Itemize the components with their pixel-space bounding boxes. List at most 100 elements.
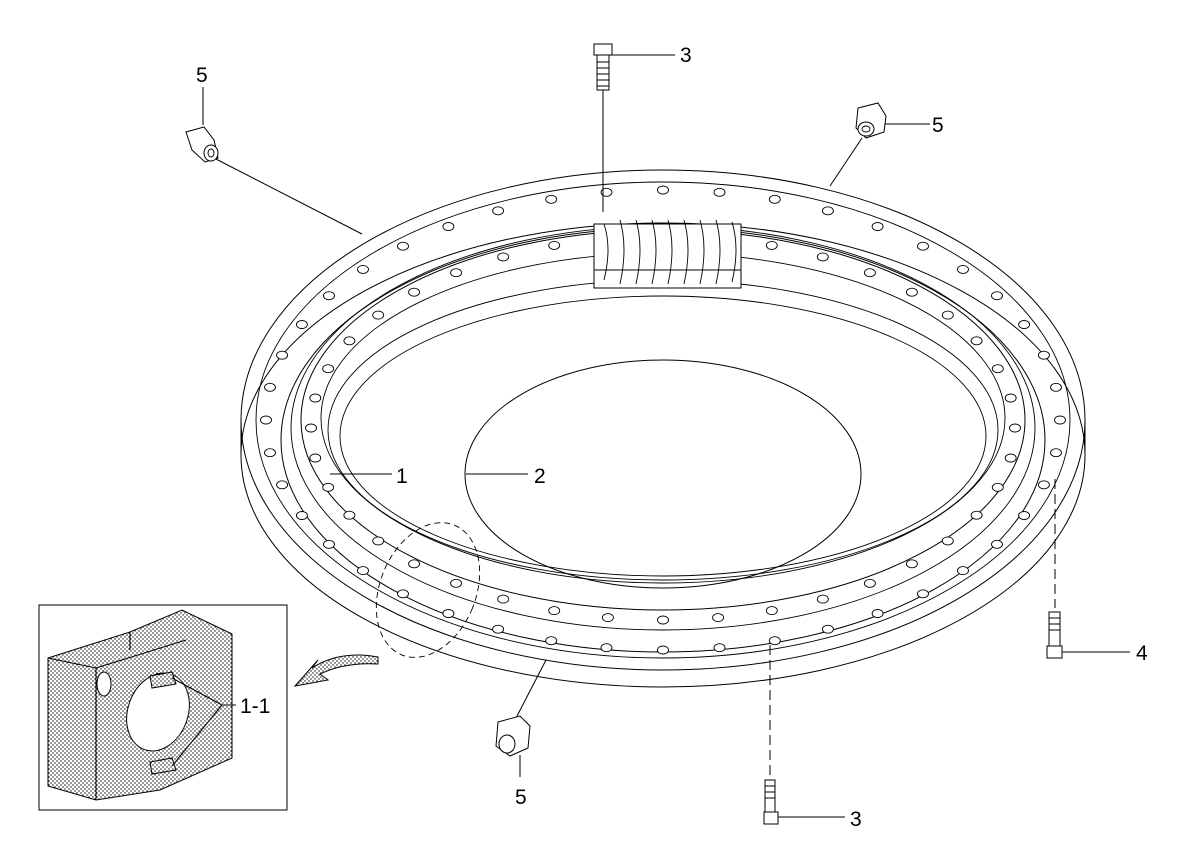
mounting-hole [397,241,409,251]
detail-box [38,604,288,811]
mounting-hole [871,222,884,231]
mounting-hole [713,643,726,653]
mounting-hole [941,536,954,546]
mounting-hole [450,578,463,588]
mounting-hole [816,594,829,604]
bolt-icon [763,779,779,825]
label-detail: 1-1 [240,695,270,718]
mounting-hole [276,480,289,490]
mounting-hole [1037,480,1050,490]
mounting-hole [941,310,954,320]
detail-marker [375,522,481,658]
mounting-hole [1054,415,1066,425]
mounting-hole [497,252,510,262]
mounting-hole [657,645,669,655]
grease-nipple-icon [495,715,531,757]
mounting-hole [295,511,308,520]
mounting-hole [323,539,335,549]
worm-gear [593,219,742,289]
mounting-hole [816,252,829,262]
mounting-hole [957,264,969,274]
mounting-hole [768,194,781,204]
mounting-hole [991,482,1004,492]
mounting-hole [991,291,1003,301]
mounting-hole [765,240,778,250]
mounting-hole [322,364,335,374]
mounting-hole [970,336,983,346]
mounting-hole [343,336,356,346]
mounting-hole [548,606,561,616]
mounting-hole [713,187,726,197]
mounting-hole [323,291,335,301]
seal-ellipse [464,359,862,589]
mounting-hole [768,636,781,646]
mounting-hole [276,350,289,360]
label-nipple-top-right: 5 [932,114,944,137]
mounting-hole [1050,448,1062,458]
mounting-hole [1018,320,1031,329]
mounting-hole [545,636,558,646]
mounting-hole [1004,393,1017,403]
mounting-hole [991,364,1004,374]
mounting-hole [1037,350,1050,360]
mounting-hole [1018,511,1031,520]
mounting-hole [450,268,463,278]
mounting-hole [600,187,613,197]
mounting-hole [905,559,918,569]
mounting-hole [1009,423,1021,433]
mounting-hole [492,206,505,216]
mounting-hole [863,268,876,278]
mounting-hole [408,559,421,569]
mounting-hole [343,510,356,520]
mounting-hole [871,609,884,618]
mounting-hole [497,594,510,604]
mounting-hole [917,589,929,599]
mounting-hole [372,536,385,546]
mounting-hole [601,613,614,623]
mounting-hole [905,287,918,297]
mounting-hole [600,643,613,653]
label-bolt-right: 4 [1136,642,1148,665]
mounting-hole [357,264,369,274]
mounting-hole [957,566,969,576]
mounting-hole [309,393,322,403]
label-bolt-top: 3 [680,44,692,67]
mounting-hole [1050,382,1062,392]
mounting-hole [260,415,272,425]
label-seal: 2 [534,465,546,488]
mounting-hole [309,453,322,463]
arrow-icon [293,654,379,687]
label-bolt-bottom: 3 [850,808,862,831]
mounting-hole [408,287,421,297]
label-nipple-top-left: 5 [196,64,208,87]
mounting-hole [442,222,455,231]
mounting-hole [657,185,669,195]
bolt-icon [1046,611,1063,659]
mounting-hole [357,566,369,576]
label-ring: 1 [396,465,408,488]
mounting-hole [970,510,983,520]
mounting-hole [548,240,561,250]
mounting-hole [657,615,669,625]
mounting-hole [821,624,834,634]
mounting-hole [264,448,276,458]
mounting-hole [991,539,1003,549]
mounting-hole [712,613,725,623]
mounting-hole [917,241,929,251]
mounting-hole [545,194,558,204]
mounting-hole [442,609,455,618]
slewing-ring [240,169,1086,688]
mounting-hole [821,206,834,216]
mounting-hole [295,320,308,329]
bolt-icon [593,43,613,91]
mounting-hole [264,382,276,392]
grease-nipple-icon [185,126,219,163]
mounting-hole [372,310,385,320]
mounting-hole [322,482,335,492]
grease-nipple-icon [855,102,887,139]
mounting-hole [1004,453,1017,463]
mounting-hole [397,589,409,599]
mounting-holes [260,185,1066,655]
mounting-hole [492,624,505,634]
